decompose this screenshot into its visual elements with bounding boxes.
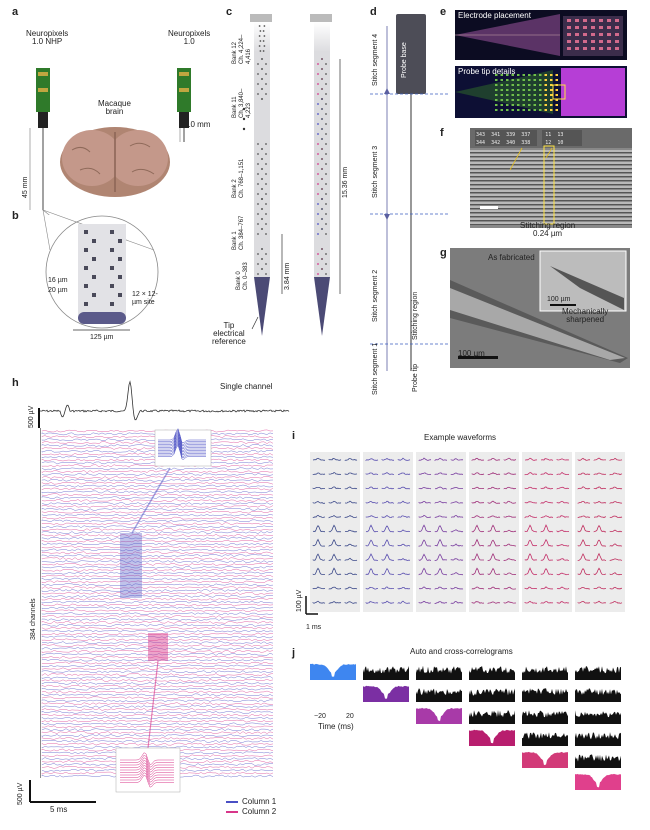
stitching-region-label: Stitching region bbox=[412, 291, 419, 340]
length-3-84mm: 3.84 mm bbox=[284, 262, 291, 290]
stitch-segment-4: Stitch segment 4 bbox=[372, 33, 379, 86]
panel-label-h: h bbox=[12, 377, 19, 389]
panel-label-a: a bbox=[12, 6, 19, 18]
f-num: 12 bbox=[545, 140, 552, 146]
label-16um: 16 µm bbox=[48, 277, 68, 284]
electrode-placement-label: Electrode placement bbox=[458, 11, 531, 20]
panel-b-illustration bbox=[42, 210, 159, 331]
mechanically-sharpened-label: Mechanically sharpened bbox=[562, 307, 609, 324]
probe-tip-label: Probe tip bbox=[412, 363, 419, 392]
scale-bars-bottom bbox=[29, 780, 96, 803]
probe-tip-details-label: Probe tip details bbox=[458, 67, 516, 76]
probe-label-standard: Neuropixels 1.0 bbox=[168, 29, 211, 46]
5ms-label: 5 ms bbox=[50, 805, 68, 814]
panel-label-c: c bbox=[226, 6, 233, 18]
bank-2-label: Bank 2 Ch. 768–1,151 bbox=[232, 158, 245, 198]
length-15-36mm: 15.36 mm bbox=[342, 166, 349, 198]
panel-label-f: f bbox=[440, 127, 444, 139]
panel-label-b: b bbox=[12, 210, 19, 222]
scale-500uv-top: 500 µV bbox=[28, 405, 35, 428]
f-num: 344 bbox=[476, 140, 486, 146]
j-xlabel: Time (ms) bbox=[318, 722, 354, 731]
g-main-scale: 100 µm bbox=[458, 349, 485, 358]
panel-d-illustration bbox=[370, 14, 450, 371]
bank-11-label: Bank 11 Ch. 3,840– 4,223 bbox=[232, 88, 252, 118]
f-num: 341 bbox=[491, 132, 501, 138]
f-num: 13 bbox=[557, 132, 564, 138]
panel-label-d: d bbox=[370, 6, 377, 18]
f-top-numbers: 343 341 339 337 11 13 bbox=[476, 131, 563, 139]
correlograms-title: Auto and cross-correlograms bbox=[410, 647, 513, 656]
length-10mm: 10 mm bbox=[186, 120, 211, 129]
panel-c-illustration bbox=[242, 14, 341, 336]
label-20um: 20 µm bbox=[48, 287, 68, 294]
f-num: 11 bbox=[545, 132, 552, 138]
j-xmax: 20 bbox=[346, 713, 354, 720]
as-fabricated-label: As fabricated bbox=[488, 253, 535, 262]
f-num: 339 bbox=[506, 132, 516, 138]
legend-column-2: Column 2 bbox=[242, 807, 277, 816]
bank-1-label: Bank 1 Ch. 384–767 bbox=[232, 215, 245, 250]
j-xmin: −20 bbox=[314, 713, 326, 720]
example-waveforms-title: Example waveforms bbox=[424, 433, 497, 442]
panel-f-image bbox=[470, 128, 632, 228]
g-inset-scale: 100 µm bbox=[547, 296, 571, 303]
f-num: 337 bbox=[521, 132, 531, 138]
legend-column-1: Column 1 bbox=[242, 797, 277, 806]
tip-reference-label: Tip electrical reference bbox=[212, 321, 246, 346]
multichannel-traces bbox=[40, 428, 274, 793]
waveform-scale-1ms: 1 ms bbox=[306, 624, 322, 631]
f-num: 338 bbox=[521, 140, 531, 146]
f-num: 342 bbox=[491, 140, 501, 146]
label-site: 12 × 12- µm site bbox=[132, 291, 158, 306]
stitch-segment-2: Stitch segment 2 bbox=[372, 269, 379, 322]
correlogram-grid bbox=[310, 663, 621, 790]
waveform-scale-bars bbox=[305, 596, 318, 615]
panel-g-image bbox=[450, 248, 630, 368]
panel-e-image bbox=[455, 10, 627, 118]
panel-label-j: j bbox=[292, 647, 296, 659]
bank-12-label: Bank 12 Ch. 4,224– 4,416 bbox=[232, 34, 252, 64]
probe-label-nhp: Neuropixels 1.0 NHP bbox=[26, 29, 69, 46]
panel-label-i: i bbox=[292, 430, 296, 442]
probe-base-label: Probe base bbox=[401, 42, 408, 78]
label-125um: 125 µm bbox=[90, 334, 114, 341]
f-num: 340 bbox=[506, 140, 516, 146]
scale-bar-top bbox=[38, 408, 40, 428]
stitching-region-caption: Stitching region 0.24 µm bbox=[520, 221, 576, 238]
bank-0-label: Bank 0 Ch. 0–383 bbox=[236, 262, 249, 290]
panel-label-e: e bbox=[440, 6, 447, 18]
384-channels-label: 384 channels bbox=[30, 598, 37, 640]
panel-label-g: g bbox=[440, 247, 447, 259]
brain-label: Macaque brain bbox=[98, 99, 131, 116]
f-bottom-numbers: 344 342 340 338 12 10 bbox=[476, 139, 563, 147]
f-num: 10 bbox=[557, 140, 564, 146]
single-channel-trace bbox=[40, 380, 290, 421]
legend-lines bbox=[226, 801, 238, 813]
single-channel-label: Single channel bbox=[220, 382, 273, 391]
waveform-scale-100uv: 100 µV bbox=[296, 589, 303, 612]
panel-a-illustration bbox=[29, 68, 191, 215]
f-num: 343 bbox=[476, 132, 486, 138]
waveform-grid bbox=[310, 452, 625, 612]
scale-500uv-bottom: 500 µV bbox=[17, 782, 24, 805]
stitch-segment-1: Stitch segment 1 bbox=[372, 342, 379, 395]
stitch-segment-3: Stitch segment 3 bbox=[372, 145, 379, 198]
